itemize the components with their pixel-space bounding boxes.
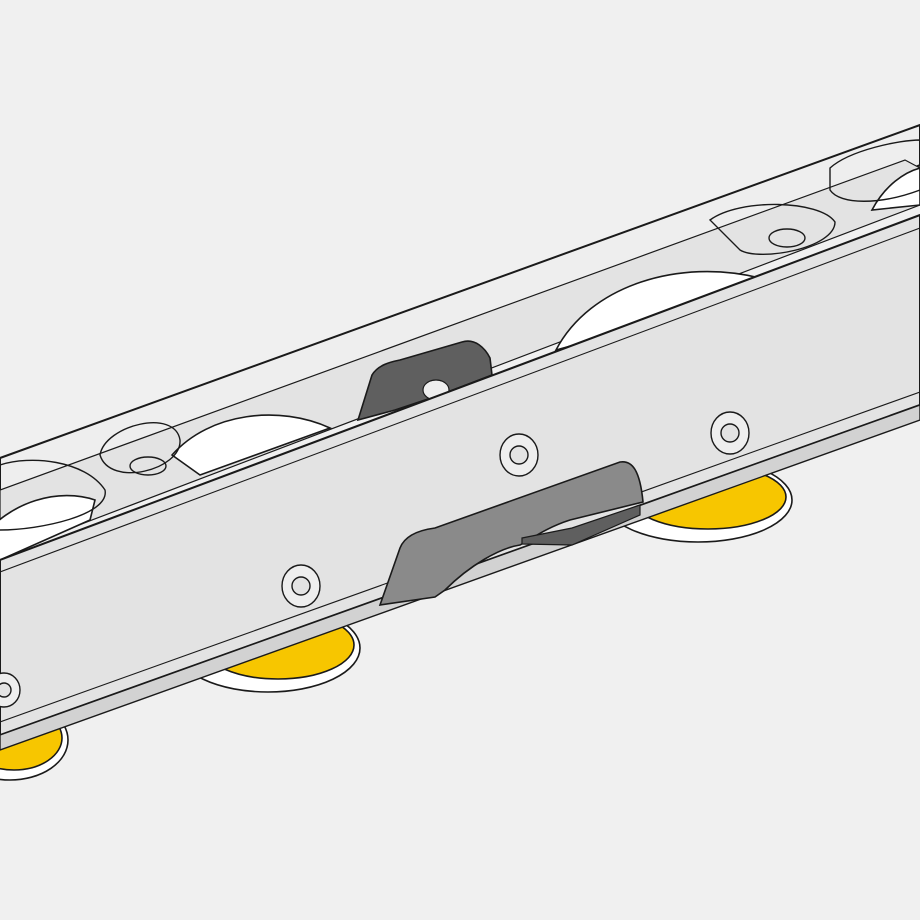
screw-1 bbox=[0, 672, 21, 708]
screw-4 bbox=[710, 411, 750, 455]
screws bbox=[0, 411, 750, 708]
top-pocket-right-hole bbox=[768, 228, 806, 248]
lower-bracket-lip bbox=[521, 504, 641, 546]
upper-wheel-middle bbox=[170, 414, 333, 476]
top-cutout-left bbox=[0, 459, 106, 531]
top-pocket-right bbox=[708, 203, 836, 256]
screw-3 bbox=[499, 433, 539, 477]
upper-wheel-left bbox=[0, 494, 96, 561]
lower-bracket bbox=[378, 461, 644, 606]
screw-2 bbox=[281, 564, 321, 608]
rail-front-face bbox=[0, 213, 920, 737]
top-pocket-left-hole bbox=[129, 456, 167, 476]
rail-edge-line bbox=[0, 227, 920, 573]
upper-bracket bbox=[356, 340, 493, 422]
top-pocket-left bbox=[99, 422, 181, 474]
